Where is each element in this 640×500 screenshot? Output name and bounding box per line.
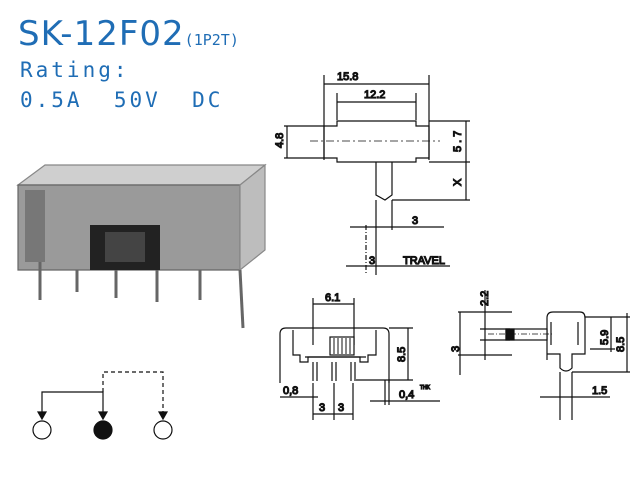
schematic: [32, 371, 173, 440]
rating-label: Rating:: [20, 58, 130, 82]
dim-pitch-2: 3: [338, 402, 344, 414]
dim-pin-width: 0,8: [283, 385, 298, 397]
terminal-2: [153, 420, 173, 440]
model-number: SK-12F02: [18, 14, 185, 54]
terminal-common: [93, 420, 113, 440]
travel-label: TRAVEL: [403, 255, 445, 267]
dim-width-inner: 12.2: [364, 89, 385, 101]
pole-config: (1P2T): [184, 31, 239, 49]
model-title: SK-12F02(1P2T): [18, 14, 239, 54]
dim-body-height: 5.9: [599, 330, 611, 345]
dim-total-height: 8.5: [615, 337, 627, 352]
front-view-drawing: 6.1 8.5 0,8 3 3 0,4 THK: [279, 291, 440, 420]
dim-width-outer: 15.8: [337, 71, 358, 83]
dim-height: 8.5: [396, 347, 408, 362]
dim-actuator-width: 6.1: [325, 292, 340, 304]
side-view-drawing: 2.2 3 5.9 8.5 1.5: [449, 290, 630, 420]
terminal-1: [32, 420, 52, 440]
dim-thickness: 0,4: [399, 389, 414, 401]
dim-actuator-offset: 2.2: [479, 291, 491, 306]
dim-height-right: 5.7: [452, 128, 464, 152]
dim-pin-width: 1.5: [592, 385, 607, 397]
dim-height-left: 4.8: [274, 133, 286, 148]
top-view-drawing: 15.8 12.2 4.8 5.7 X 3 3 TRAVEL: [273, 70, 470, 275]
dim-travel: 3: [369, 255, 375, 267]
rating-value: 0.5A 50V DC: [20, 88, 224, 112]
switch-photo: [16, 163, 267, 329]
dim-actuator-width: 3: [412, 215, 418, 227]
dim-actuator-x: X: [452, 178, 464, 186]
thickness-unit: THK: [420, 385, 431, 391]
dim-actuator-height: 3: [450, 346, 462, 352]
dim-pitch-1: 3: [319, 402, 325, 414]
